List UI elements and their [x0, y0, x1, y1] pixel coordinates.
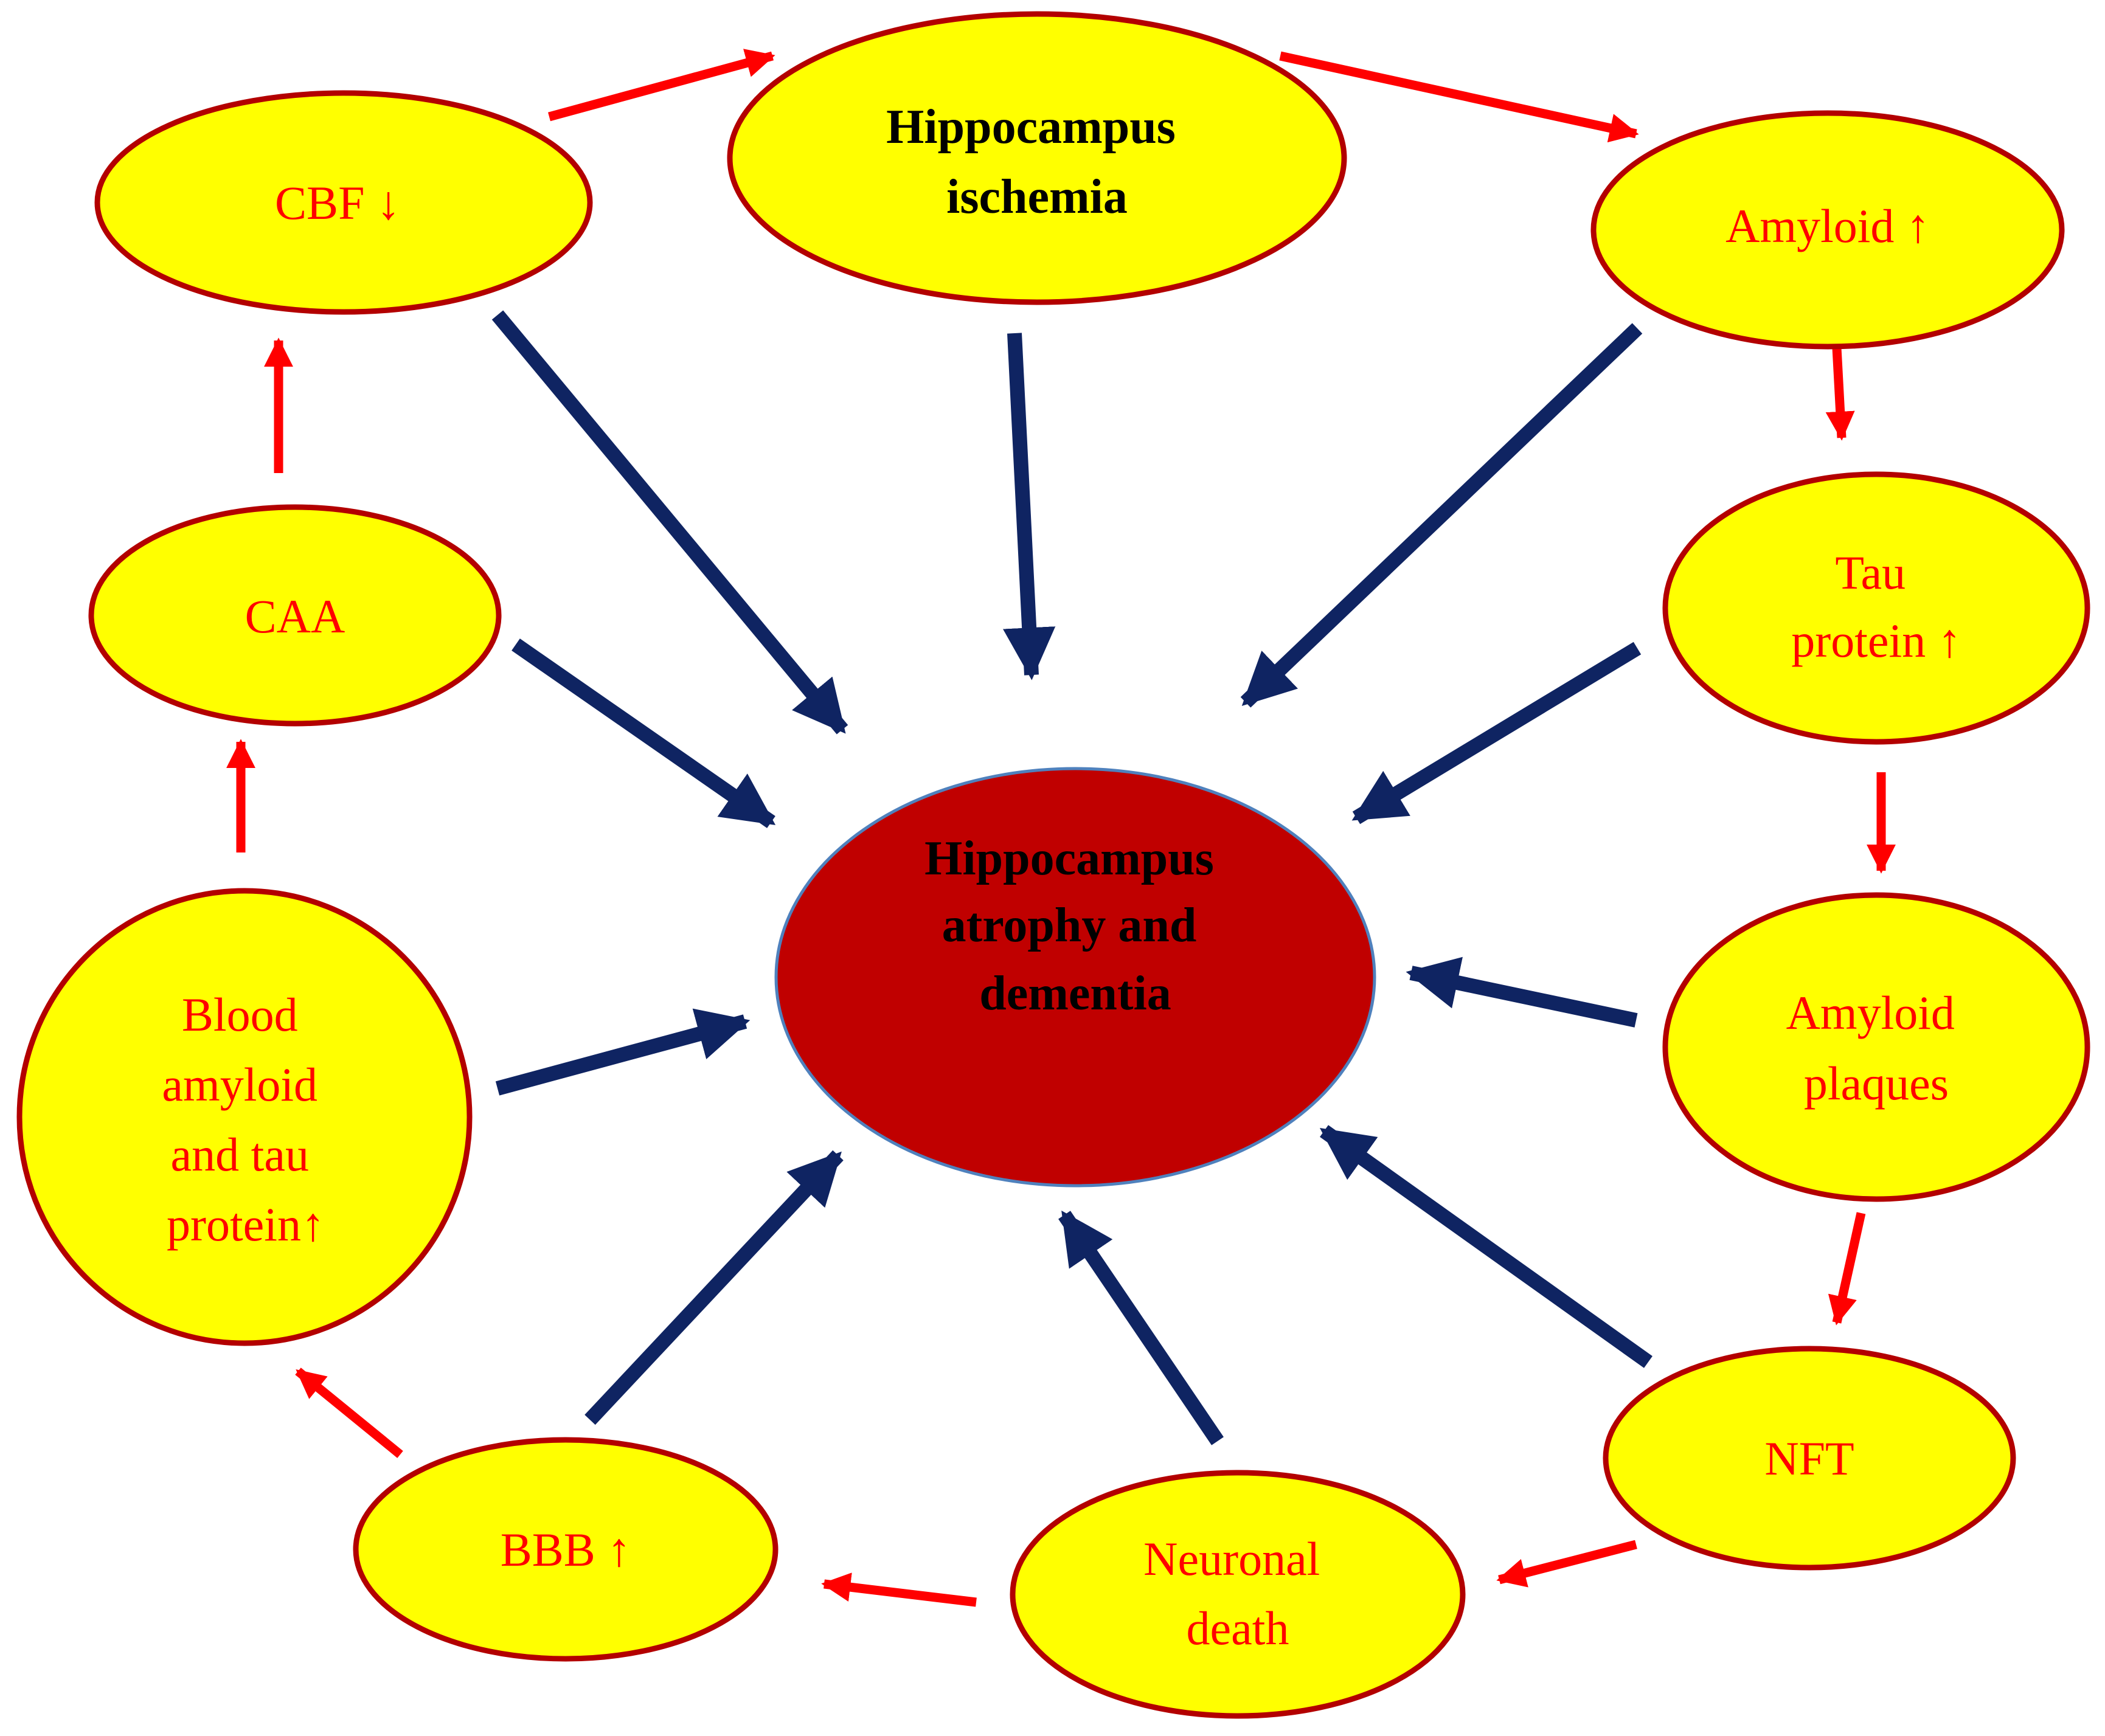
node-plaques-ellipse — [1662, 892, 2090, 1202]
node-cbf-ellipse — [94, 90, 593, 315]
node-plaques-line-2: plaques — [1804, 1057, 1949, 1110]
node-blood-label: Blood amyloid and tau protein↑ — [162, 988, 329, 1251]
node-cbf-line-1: CBF ↓ — [275, 176, 400, 229]
node-caa-line-1: CAA — [245, 590, 345, 643]
arrow-plaques-to-nft — [1828, 1212, 1866, 1326]
node-amyloid: Amyloid ↑ — [1590, 110, 2065, 350]
node-neuronal-label: Neuronal death — [1143, 1532, 1332, 1655]
node-cbf: CBF ↓ — [94, 90, 593, 315]
arrow-bbb-to-blood — [295, 1368, 403, 1458]
node-blood-line-4: protein↑ — [167, 1198, 325, 1251]
node-blood-ellipse — [16, 888, 473, 1346]
arrow-cbf-to-ischemia — [548, 49, 775, 122]
node-plaques-label: Amyloid plaques — [1786, 986, 1967, 1110]
arrow-tau-to-center — [1351, 641, 1642, 825]
node-nft-label: NFT — [1764, 1432, 1854, 1485]
arrow-amyloid-to-tau — [1825, 347, 1855, 441]
node-blood: Blood amyloid and tau protein↑ — [16, 888, 473, 1346]
node-ischemia-label: Hippocampus ischemia — [886, 100, 1188, 224]
node-ischemia: Hippocampus ischemia — [727, 11, 1347, 305]
arrow-blood-to-center — [495, 1008, 751, 1096]
node-cbf-label: CBF ↓ — [275, 176, 400, 229]
node-bbb-ellipse — [353, 1437, 779, 1662]
node-ischemia-ellipse — [727, 11, 1347, 305]
node-bbb-label: BBB ↑ — [501, 1523, 631, 1576]
center-label: Hippocampus atrophy and dementia — [924, 832, 1226, 1020]
node-nft-ellipse — [1603, 1346, 2016, 1571]
node-neuronal-line-1: Neuronal — [1143, 1532, 1320, 1585]
node-nft: NFT — [1603, 1346, 2016, 1571]
arrow-neuronal-to-center — [1058, 1210, 1224, 1445]
node-tau-line-1: Tau — [1835, 546, 1906, 599]
center-line-2: atrophy and — [942, 899, 1197, 952]
node-neuronal: Neuronal death — [1010, 1470, 1466, 1719]
node-caa: CAA — [88, 504, 502, 727]
cycle-arrows — [226, 49, 1896, 1607]
node-bbb: BBB ↑ — [353, 1437, 779, 1662]
node-tau-label: Tau protein ↑ — [1791, 546, 1961, 667]
arrow-ischemia-to-center — [1002, 333, 1056, 680]
node-neuronal-line-2: death — [1187, 1602, 1289, 1655]
node-amyloid-line-1: Amyloid ↑ — [1725, 199, 1930, 252]
node-bbb-line-1: BBB ↑ — [501, 1523, 631, 1576]
node-neuronal-ellipse — [1010, 1470, 1466, 1719]
arrow-caa-to-center — [512, 638, 776, 828]
center-line-3: dementia — [979, 967, 1171, 1020]
arrow-neuronal-to-bbb — [821, 1572, 977, 1607]
node-plaques-line-1: Amyloid — [1786, 986, 1955, 1039]
arrow-plaques-to-center — [1406, 956, 1638, 1028]
node-blood-line-2: amyloid — [162, 1058, 317, 1111]
arrow-nft-to-center — [1319, 1125, 1652, 1368]
node-plaques: Amyloid plaques — [1662, 892, 2090, 1202]
arrow-cbf-to-center — [491, 310, 848, 735]
node-amyloid-label: Amyloid ↑ — [1725, 199, 1930, 252]
node-amyloid-ellipse — [1590, 110, 2065, 350]
node-ischemia-line-2: ischemia — [946, 170, 1128, 224]
node-ischemia-line-1: Hippocampus — [886, 100, 1176, 154]
node-nft-line-1: NFT — [1764, 1432, 1854, 1485]
node-caa-label: CAA — [245, 590, 345, 643]
center-ellipse — [774, 767, 1376, 1188]
arrow-ischemia-to-amyloid — [1279, 51, 1639, 143]
center-node: Hippocampus atrophy and dementia — [774, 767, 1376, 1188]
node-caa-ellipse — [88, 504, 502, 727]
arrow-nft-to-neuronal — [1496, 1540, 1637, 1588]
node-tau-ellipse — [1662, 471, 2090, 745]
node-blood-line-3: and tau — [171, 1128, 309, 1181]
arrow-amyloid-to-center — [1240, 323, 1643, 708]
convergence-arrows — [491, 310, 1652, 1445]
center-line-1: Hippocampus — [924, 832, 1214, 885]
node-tau-line-2: protein ↑ — [1791, 614, 1961, 667]
arrow-bbb-to-center — [584, 1150, 844, 1425]
node-tau: Tau protein ↑ — [1662, 471, 2090, 745]
node-blood-line-1: Blood — [182, 988, 298, 1041]
